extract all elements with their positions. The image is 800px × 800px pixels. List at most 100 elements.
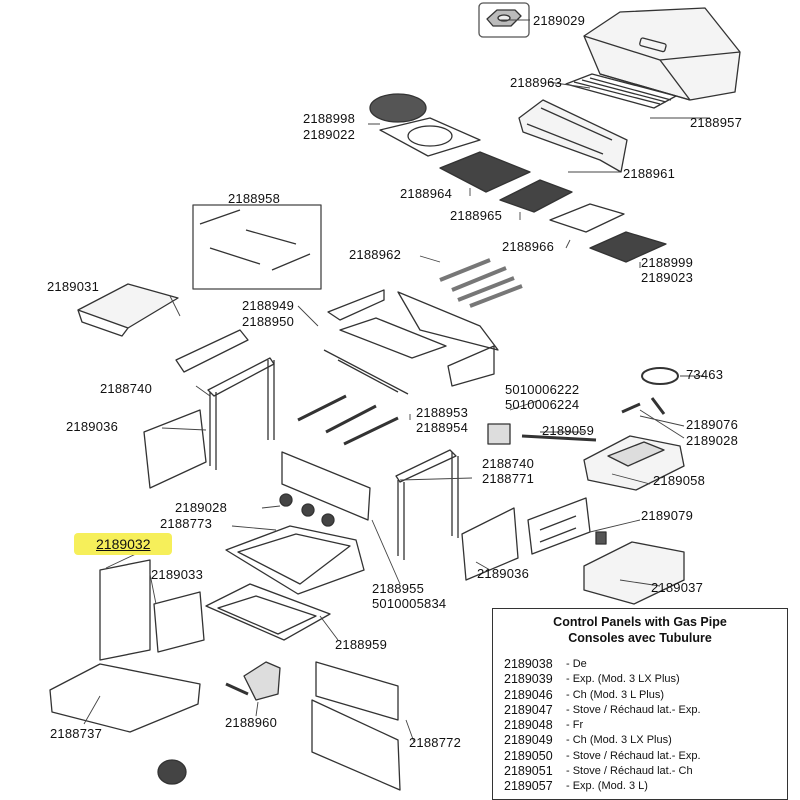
part-2188964-grate bbox=[439, 151, 531, 193]
legend-code: 2189039 bbox=[504, 672, 553, 687]
part-label: 2188950 bbox=[242, 314, 295, 329]
part-label: 2188955 bbox=[372, 581, 425, 596]
part-label: 2188772 bbox=[409, 735, 462, 750]
part-label: 2189059 bbox=[542, 423, 595, 438]
legend-row: 2189038- De bbox=[493, 657, 787, 672]
part-2188737-base bbox=[49, 663, 201, 733]
part-label: 2188961 bbox=[623, 166, 676, 181]
part-label: 2188964 bbox=[400, 186, 453, 201]
part-label: 2189031 bbox=[47, 279, 100, 294]
part-2188961-heat-shield bbox=[518, 99, 628, 173]
part-wheel bbox=[157, 759, 187, 785]
leader-lines bbox=[83, 19, 710, 743]
part-2188960-cup bbox=[225, 661, 281, 701]
part-label: 2189037 bbox=[651, 580, 704, 595]
part-label: 5010005834 bbox=[372, 596, 447, 611]
part-label: 2188962 bbox=[349, 247, 402, 262]
legend-row: 2189050- Stove / Réchaud lat.- Exp. bbox=[493, 749, 787, 764]
part-label: 2189022 bbox=[303, 127, 356, 142]
part-label: 2188999 bbox=[641, 255, 694, 270]
part-2188966-griddle bbox=[549, 203, 625, 233]
part-label: 2188963 bbox=[510, 75, 563, 90]
part-2188965-grate bbox=[499, 179, 573, 213]
part-control-panel bbox=[279, 451, 371, 527]
legend-row: 2189046- Ch (Mod. 3 L Plus) bbox=[493, 688, 787, 703]
part-label: 2188998 bbox=[303, 111, 356, 126]
part-2189036-door-right bbox=[461, 507, 519, 581]
legend-code: 2189057 bbox=[504, 779, 553, 794]
legend-row: 2189057 - Exp. (Mod. 3 L) bbox=[493, 779, 787, 794]
legend-row: 2189051 - Stove / Réchaud lat.- Ch bbox=[493, 764, 787, 779]
part-label: 2189079 bbox=[641, 508, 694, 523]
part-2189036-side-panel bbox=[143, 409, 207, 489]
legend-desc: - Exp. (Mod. 3 L) bbox=[566, 780, 648, 793]
part-label: 2188771 bbox=[482, 471, 535, 486]
legend-rows: 2189038- De 2189039 - Exp. (Mod. 3 LX Plu… bbox=[493, 657, 787, 795]
part-2188957-lid bbox=[583, 7, 741, 101]
legend-title-en: Control Panels with Gas Pipe bbox=[553, 615, 727, 629]
legend-desc: - Stove / Réchaud lat.- Ch bbox=[566, 765, 693, 778]
part-label: 2188737 bbox=[50, 726, 103, 741]
part-label: 2188740 bbox=[482, 456, 535, 471]
part-2189058-side-burner bbox=[583, 435, 685, 491]
part-label: 5010006224 bbox=[505, 397, 580, 412]
part-2189033-door bbox=[153, 591, 205, 653]
part-label: 2188953 bbox=[416, 405, 469, 420]
part-2188740-frame bbox=[175, 329, 275, 470]
part-2188959-shelf bbox=[205, 583, 331, 641]
part-label: 2188960 bbox=[225, 715, 278, 730]
part-label: 2188954 bbox=[416, 420, 469, 435]
part-manifold bbox=[323, 349, 409, 395]
part-label: 2188958 bbox=[228, 191, 281, 206]
part-label: 2188949 bbox=[242, 298, 295, 313]
part-2188771-frame bbox=[395, 449, 459, 560]
part-2188963-warming-rack bbox=[565, 73, 677, 109]
part-bracket bbox=[527, 497, 591, 555]
part-5010006222-igniter bbox=[487, 423, 597, 445]
part-2189079-clip bbox=[595, 531, 607, 545]
legend-desc: - Ch (Mod. 3 L Plus) bbox=[566, 688, 665, 701]
highlight-box bbox=[74, 533, 172, 555]
highlighted-part-number[interactable]: 2189032 bbox=[96, 536, 151, 552]
legend-code: 2189051 bbox=[504, 764, 553, 779]
part-label: 2188957 bbox=[690, 115, 743, 130]
legend-desc: - Fr bbox=[566, 719, 584, 732]
part-label: 2188965 bbox=[450, 208, 503, 223]
part-label: 2189028 bbox=[686, 433, 739, 448]
part-2189032-door bbox=[99, 559, 151, 661]
part-label: 73463 bbox=[686, 367, 724, 382]
legend-row: 2189047- Stove / Réchaud lat.- Exp. bbox=[493, 703, 787, 718]
part-2188999-grate bbox=[589, 231, 667, 263]
part-2188998-pizza-stone bbox=[369, 93, 427, 123]
part-73463-burner bbox=[621, 367, 679, 415]
legend-code: 2189050 bbox=[504, 748, 553, 763]
legend-row: 2189049 - Ch (Mod. 3 LX Plus) bbox=[493, 733, 787, 748]
legend-code: 2189049 bbox=[504, 733, 553, 748]
part-label: 2188740 bbox=[100, 381, 153, 396]
part-label: 2189033 bbox=[151, 567, 204, 582]
part-2189022-grate-insert bbox=[379, 117, 481, 157]
part-2189037-block bbox=[583, 541, 685, 605]
part-2188953-bars bbox=[297, 394, 399, 446]
legend-code: 2189048 bbox=[504, 718, 553, 733]
legend-desc: - De bbox=[566, 658, 587, 670]
legend-desc: - Ch (Mod. 3 LX Plus) bbox=[566, 734, 672, 747]
part-label: 2188966 bbox=[502, 239, 555, 254]
part-2189031-shelf-top bbox=[77, 283, 179, 337]
part-label: 2189028 bbox=[175, 500, 228, 515]
part-label: 2189036 bbox=[66, 419, 119, 434]
part-firebox bbox=[327, 289, 499, 387]
part-label: 2188773 bbox=[160, 516, 213, 531]
control-panels-legend: Control Panels with Gas Pipe Consoles av… bbox=[492, 608, 788, 800]
legend-desc: - Exp. (Mod. 3 LX Plus) bbox=[566, 673, 680, 686]
part-label: 2188959 bbox=[335, 637, 388, 652]
part-2188773-drip-tray bbox=[225, 525, 365, 595]
part-label: 2189023 bbox=[641, 270, 694, 285]
part-label: 2189036 bbox=[477, 566, 530, 581]
part-2188772-panels bbox=[311, 661, 401, 791]
legend-code: 2189047 bbox=[504, 702, 553, 717]
part-label: 2189058 bbox=[653, 473, 706, 488]
part-label: 2189029 bbox=[533, 13, 586, 28]
